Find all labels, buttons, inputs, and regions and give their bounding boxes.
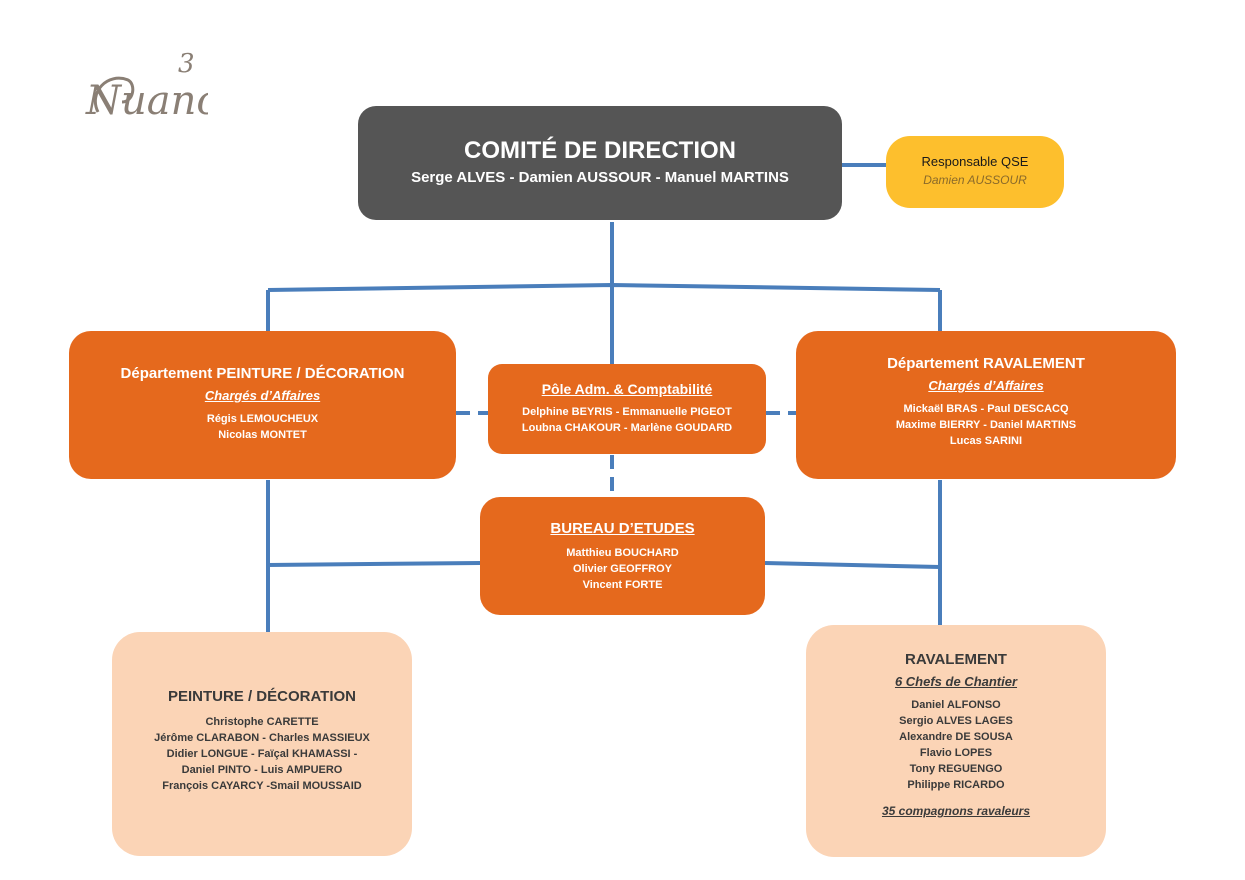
- dept-peinture-box: Département PEINTURE / DÉCORATION Chargé…: [69, 331, 456, 479]
- logo-superscript: 3: [178, 49, 195, 79]
- team-ravalement-member: Alexandre DE SOUSA: [899, 731, 1013, 743]
- dept-ravalement-subtitle: Chargés d’Affaires: [928, 378, 1044, 393]
- dept-ravalement-member: Lucas SARINI: [949, 435, 1023, 447]
- nuance-logo: Nuance 3: [85, 49, 208, 124]
- team-ravalement-member: Philippe RICARDO: [907, 779, 1005, 791]
- team-ravalement-title: RAVALEMENT: [905, 651, 1007, 668]
- bureau-box: BUREAU D’ETUDES Matthieu BOUCHARD Olivie…: [480, 497, 765, 615]
- team-peinture-member: François CAYARCY -Smail MOUSSAID: [162, 780, 362, 792]
- dept-ravalement-box: Département RAVALEMENT Chargés d’Affaire…: [796, 331, 1176, 479]
- team-ravalement-box: RAVALEMENT 6 Chefs de Chantier Daniel AL…: [806, 625, 1106, 857]
- bureau-member: Vincent FORTE: [582, 579, 663, 591]
- pole-adm-title: Pôle Adm. & Comptabilité: [541, 381, 713, 397]
- direction-box: COMITÉ DE DIRECTION Serge ALVES - Damien…: [358, 106, 842, 220]
- team-peinture-title: PEINTURE / DÉCORATION: [167, 688, 357, 705]
- dept-ravalement-title: Département RAVALEMENT: [887, 355, 1085, 372]
- team-peinture-member: Christophe CARETTE: [205, 716, 319, 728]
- bureau-title: BUREAU D’ETUDES: [550, 520, 695, 537]
- team-ravalement-member: Flavio LOPES: [919, 747, 993, 759]
- dept-peinture-title: Département PEINTURE / DÉCORATION: [120, 365, 405, 382]
- qse-name: Damien AUSSOUR: [923, 173, 1027, 187]
- logo-swirl-icon: [93, 76, 135, 113]
- dept-peinture-member: Régis LEMOUCHEUX: [206, 413, 319, 425]
- qse-title: Responsable QSE: [921, 154, 1029, 169]
- direction-title: COMITÉ DE DIRECTION: [463, 137, 736, 164]
- dept-ravalement-member: Maxime BIERRY - Daniel MARTINS: [895, 419, 1077, 431]
- connector-top-bus: [267, 282, 941, 292]
- team-ravalement-member: Sergio ALVES LAGES: [899, 715, 1013, 727]
- team-peinture-member: Jérôme CLARABON - Charles MASSIEUX: [154, 732, 370, 744]
- team-peinture-member: Daniel PINTO - Luis AMPUERO: [181, 764, 343, 776]
- team-ravalement-member: Tony REGUENGO: [909, 763, 1003, 775]
- direction-members: Serge ALVES - Damien AUSSOUR - Manuel MA…: [411, 169, 789, 186]
- qse-box: Responsable QSE Damien AUSSOUR: [886, 136, 1064, 208]
- connector-bureau-right: [764, 561, 941, 569]
- dept-ravalement-member: Mickaël BRAS - Paul DESCACQ: [903, 403, 1069, 415]
- dept-peinture-member: Nicolas MONTET: [218, 429, 307, 441]
- connector-bureau-left: [267, 561, 481, 567]
- logo-text: Nuance: [85, 78, 208, 124]
- pole-adm-box: Pôle Adm. & Comptabilité Delphine BEYRIS…: [488, 364, 766, 454]
- team-ravalement-footer: 35 compagnons ravaleurs: [881, 804, 1031, 818]
- pole-adm-member: Loubna CHAKOUR - Marlène GOUDARD: [521, 422, 733, 434]
- team-peinture-member: Didier LONGUE - Faïçal KHAMASSI -: [166, 748, 358, 760]
- bureau-member: Matthieu BOUCHARD: [566, 547, 679, 559]
- bureau-member: Olivier GEOFFROY: [572, 563, 673, 575]
- dept-peinture-subtitle: Chargés d’Affaires: [204, 388, 321, 403]
- team-ravalement-subtitle: 6 Chefs de Chantier: [894, 674, 1018, 689]
- team-ravalement-member: Daniel ALFONSO: [911, 699, 1001, 711]
- pole-adm-member: Delphine BEYRIS - Emmanuelle PIGEOT: [522, 406, 732, 418]
- team-peinture-box: PEINTURE / DÉCORATION Christophe CARETTE…: [112, 632, 412, 856]
